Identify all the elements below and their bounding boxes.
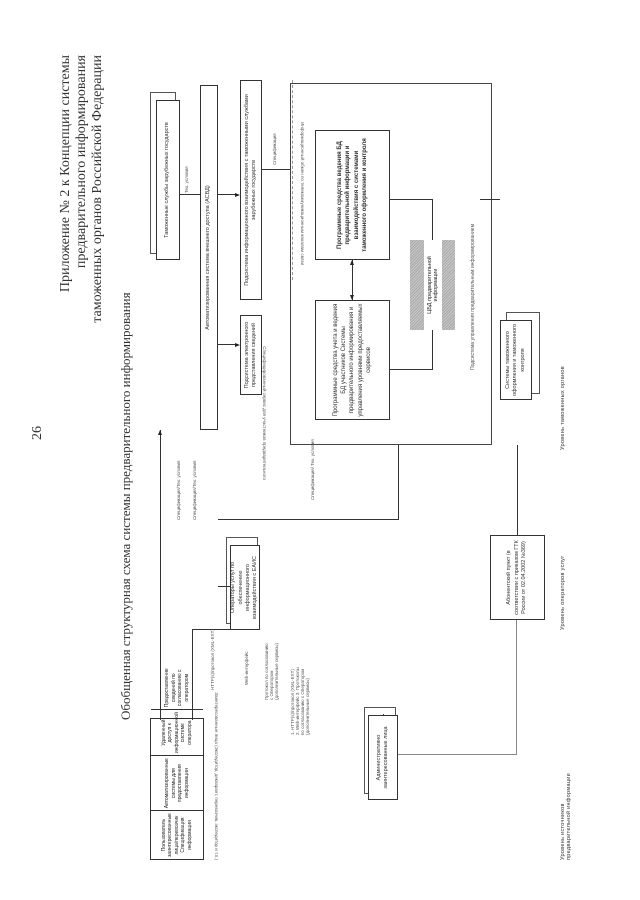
bottom-note: Специфицированный сервис для участников … (262, 346, 267, 480)
ced-database-label: ЦБД предварительной информации (423, 240, 442, 330)
source-to-asvd-line-1 (160, 430, 161, 720)
tech-conditions-label: Тех. условия (184, 166, 189, 193)
foreign-customs-block[interactable]: Таможенные службы зарубежных государств (156, 100, 180, 260)
source-cell-4[interactable]: Предоставление сведений по согласованию … (164, 668, 190, 708)
foreign-to-management-line (262, 169, 290, 170)
software-accounting-block[interactable]: Программные средства учета и ведения БД … (315, 300, 390, 420)
appendix-title-line-2: предварительного информирования (74, 55, 89, 269)
level-sources-line-2: предварительной информации (566, 772, 572, 860)
ced-to-bd-line (432, 200, 433, 240)
bd-to-customs-line (480, 199, 500, 200)
label-multi-protocol: 1. HTTP(s)/протокол (XML-EXT) 2. Web-инт… (290, 667, 310, 735)
operators-in-line (192, 629, 232, 630)
label-spec-tech-2: Спецификация/Тех. условия (176, 460, 181, 520)
level-customs: Уровень таможенных органов (560, 366, 566, 450)
label-http-xml: HTTP(s)/протокол (XML-EXT) (210, 629, 215, 690)
appendix-title: Приложение № 2 к Концепции системы предв… (58, 55, 106, 385)
ced-database[interactable]: ЦБД предварительной информации (410, 240, 455, 330)
appendix-title-line-3: таможенных органов Российской Федерации (90, 55, 105, 323)
subscriber-point-block[interactable]: Абонентский пункт (в соответствии с прик… (490, 535, 545, 620)
bd-down-line (390, 199, 433, 200)
management-bottom-line (398, 445, 399, 520)
specification-label: Спецификация (272, 133, 277, 165)
label-web-interface: Web-интерфейс (244, 651, 249, 685)
page-number: 26 (30, 426, 45, 440)
arrow-icon (350, 260, 354, 265)
subscriber-up-line (517, 445, 518, 535)
source-cell-1[interactable]: Пользователь заинтересованные лица/перев… (151, 810, 203, 859)
label-spec-tech-1: Спецификация/Тех. условия (192, 460, 197, 520)
arrow-icon (235, 343, 240, 347)
admin-link-v (516, 620, 517, 755)
admin-interest-block[interactable]: Административно заинтересованные лица (368, 715, 398, 800)
appendix-title-line-1: Приложение № 2 к Концепции системы (58, 55, 73, 293)
subsystem-foreign-block[interactable]: Подсистема информационного взаимодействи… (240, 80, 262, 300)
asvd-block[interactable]: Автоматизированная система внешнего дост… (200, 85, 218, 430)
label-spec-tech-3: Спецификация/ Тех. условия (310, 439, 315, 500)
software-bd-block[interactable]: Программные средства ведения БД предвари… (315, 130, 390, 260)
subsystem-electronic-block[interactable]: Подсистема электронного представления св… (240, 315, 262, 395)
arrow-icon (235, 193, 240, 197)
operators-to-asvd-line (218, 586, 230, 587)
arrow-icon (158, 430, 162, 435)
software-link-line (352, 260, 353, 300)
acc-down-line (390, 369, 433, 370)
management-subsystem-label: Подсистема управления предварительным ин… (470, 223, 476, 370)
source-cell-3[interactable]: Удаленный доступ к информационной систем… (151, 709, 203, 756)
arrow-icon (350, 295, 354, 300)
level-sources: Уровень источников предварительной инфор… (560, 773, 572, 860)
source-table-caption: Заинтересованные лица (Экспедитор, декла… (214, 692, 219, 860)
tech-link-line (180, 194, 200, 195)
admin-link-h (398, 754, 516, 755)
source-table: Пользователь заинтересованные лица/перев… (150, 668, 204, 860)
operators-block[interactable]: Операторы услуг по обеспечению информаци… (230, 545, 260, 630)
source-to-operators-line (192, 630, 193, 720)
ced-to-acc-line (432, 330, 433, 370)
asvd-to-management-line (218, 519, 398, 520)
diagram-title: Обобщенная структурная схема системы пре… (118, 292, 133, 720)
customs-systems-block[interactable]: Системы таможенного оформления и таможен… (500, 320, 532, 400)
label-protocol-agreement: Протокол по согласованию с Оператором (д… (264, 642, 279, 700)
level-operators: Уровень операторов услуг (560, 555, 566, 631)
source-cell-2[interactable]: Автоматизированные системы для предостав… (151, 755, 203, 811)
admin-to-subscriber-line (383, 714, 384, 715)
